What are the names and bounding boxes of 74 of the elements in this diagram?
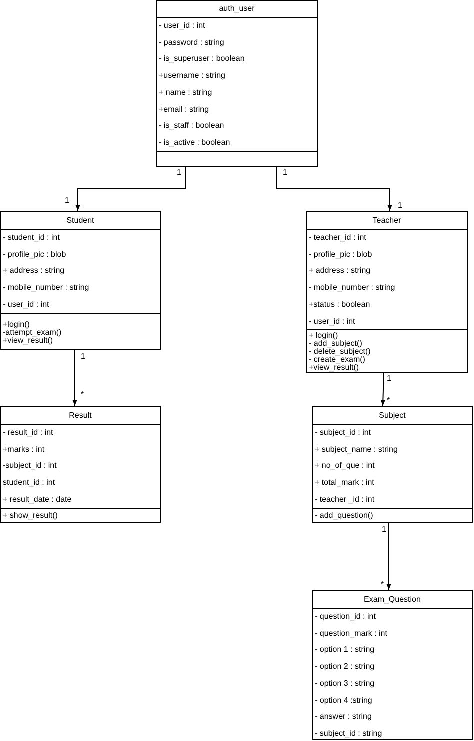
method-text: - create_exam() <box>309 355 366 364</box>
attribute-text: + address : string <box>309 266 371 276</box>
multiplicity-label: * <box>387 396 390 405</box>
attribute-text: - teacher _id : int <box>315 494 375 504</box>
class-box <box>0 211 161 350</box>
class-name: Student <box>66 216 94 225</box>
attribute-text: - mobile_number : string <box>3 283 90 292</box>
attribute-text: - answer : string <box>315 712 372 722</box>
class-name: Result <box>69 411 92 420</box>
attribute-text: - profile_pic : blob <box>309 250 372 259</box>
multiplicity-label: 1 <box>81 352 86 361</box>
attribute-text: - mobile_number : string <box>309 283 396 292</box>
association-arrow <box>276 166 392 212</box>
class-name: auth_user <box>219 4 255 13</box>
attribute-text: student_id : int <box>3 478 56 488</box>
attribute-text: + result_date : date <box>3 494 72 504</box>
association-arrow <box>386 522 392 590</box>
attribute-text: +status : boolean <box>309 300 370 309</box>
class-box <box>156 0 318 167</box>
multiplicity-label: 1 <box>387 374 392 383</box>
multiplicity-label: 1 <box>177 168 182 177</box>
attribute-text: - student_id : int <box>3 233 60 242</box>
attribute-text: - question_mark : int <box>315 628 388 638</box>
attribute-text: - result_id : int <box>3 428 54 437</box>
class-box <box>312 406 473 523</box>
attribute-text: - user_id : int <box>3 300 50 309</box>
multiplicity-label: * <box>81 390 84 399</box>
attribute-text: - user_id : int <box>159 21 206 30</box>
attribute-text: - option 2 : string <box>315 662 375 672</box>
attribute-text: +username : string <box>159 71 226 80</box>
multiplicity-label: 1 <box>398 201 402 210</box>
attribute-text: +marks : int <box>3 444 45 454</box>
attribute-text: - option 3 : string <box>315 678 375 688</box>
class-box <box>0 406 161 523</box>
class-name: Teacher <box>372 216 402 225</box>
class-box <box>312 590 473 740</box>
method-text: -attempt_exam() <box>3 328 62 337</box>
method-text: - add_question() <box>315 511 374 520</box>
multiplicity-label: 1 <box>382 525 386 534</box>
method-text: +view_result() <box>309 363 360 372</box>
association-arrow <box>380 372 386 406</box>
class-name: Subject <box>379 411 406 420</box>
attribute-text: + address : string <box>3 266 65 276</box>
attribute-text: - option 1 : string <box>315 645 375 654</box>
attribute-text: - is_active : boolean <box>159 138 230 147</box>
attribute-text: - is_superuser : boolean <box>159 54 245 64</box>
attribute-text: - user_id : int <box>309 316 356 326</box>
multiplicity-label: * <box>381 580 384 589</box>
method-text: +view_result() <box>3 336 54 345</box>
method-text: + show_result() <box>3 511 58 520</box>
method-text: - add_subject() <box>309 339 362 348</box>
attribute-text: - password : string <box>159 38 224 47</box>
attribute-text: - subject_id : string <box>315 728 382 738</box>
attribute-text: - is_staff : boolean <box>159 121 224 130</box>
method-text: - delete_subject() <box>309 347 371 356</box>
multiplicity-label: 1 <box>283 168 288 177</box>
attribute-text: - teacher_id : int <box>309 233 366 242</box>
association-arrow <box>72 350 78 406</box>
association-arrow <box>76 166 186 212</box>
attribute-text: + subject_name : string <box>315 444 398 454</box>
class-box <box>306 211 468 373</box>
attribute-text: +email : string <box>159 104 210 114</box>
class-name: Exam_Question <box>364 595 421 604</box>
method-text: +login() <box>3 320 30 329</box>
multiplicity-label: 1 <box>65 196 70 205</box>
method-text: + login() <box>309 331 338 340</box>
attribute-text: - option 4 :string <box>315 696 372 704</box>
attribute-text: - profile_pic : blob <box>3 250 66 259</box>
attribute-text: -subject_id : int <box>3 461 57 470</box>
attribute-text: + name : string <box>159 88 212 97</box>
attribute-text: - question_id : int <box>315 612 376 621</box>
attribute-text: - subject_id : int <box>315 428 372 437</box>
attribute-text: + total_mark : int <box>315 478 374 488</box>
attribute-text: + no_of_que : int <box>315 461 375 470</box>
